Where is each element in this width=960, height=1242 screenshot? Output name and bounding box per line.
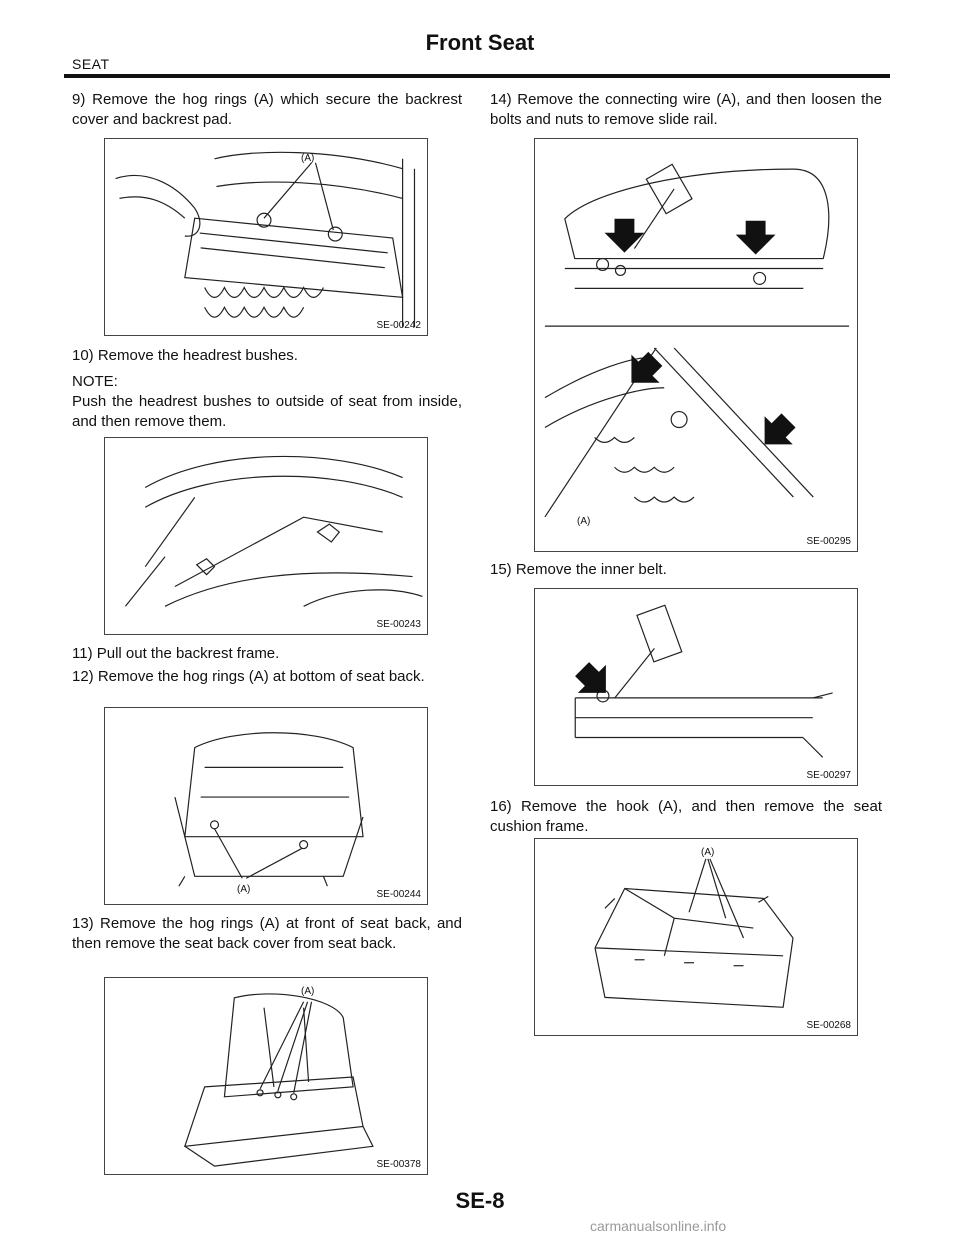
note-text: Push the headrest bushes to outside of s… [72, 393, 462, 430]
figure-se-00378: (A) SE-00378 [104, 977, 428, 1175]
figure-code: SE-00243 [376, 619, 421, 630]
figure-se-00244: (A) SE-00244 [104, 707, 428, 905]
figure-code: SE-00268 [806, 1020, 851, 1031]
headrest-bush-illustration [124, 455, 423, 607]
seat-backrest-hog-rings-illustration [115, 151, 416, 328]
step-15: 15) Remove the inner belt. [490, 561, 667, 578]
callout-a: (A) [577, 516, 591, 527]
inner-belt-removal-illustration [574, 604, 833, 758]
step-12: 12) Remove the hog rings (A) at bottom o… [72, 668, 425, 685]
step-14: 14) Remove the connecting wire (A), and … [490, 91, 882, 128]
figure-se-00297: SE-00297 [534, 588, 858, 786]
figure-code: SE-00295 [806, 536, 851, 547]
section-label: SEAT [72, 56, 110, 72]
step-9: 9) Remove the hog rings (A) which secure… [72, 91, 462, 128]
watermark: carmanualsonline.info [590, 1218, 727, 1234]
figure-code: SE-00378 [376, 1159, 421, 1170]
seat-back-front-hog-rings-illustration [183, 993, 374, 1167]
step-11: 11) Pull out the backrest frame. [72, 645, 280, 662]
step-16: 16) Remove the hook (A), and then remove… [490, 798, 882, 835]
note: NOTE: Push the headrest bushes to outsid… [72, 372, 462, 432]
figure-se-00243: SE-00243 [104, 437, 428, 635]
figure-se-00268: (A) SE-00268 [534, 838, 858, 1036]
page-number: SE-8 [455, 1188, 505, 1213]
callout-a: (A) [237, 884, 251, 895]
figure-code: SE-00297 [806, 770, 851, 781]
slide-rail-removal-illustration [544, 163, 850, 518]
callout-a: (A) [301, 153, 315, 164]
callout-a: (A) [301, 986, 315, 997]
step-10: 10) Remove the headrest bushes. [72, 347, 298, 364]
page-title: Front Seat [425, 30, 535, 55]
callout-a: (A) [701, 847, 715, 858]
seat-back-bottom-hog-rings-illustration [174, 732, 364, 887]
step-13: 13) Remove the hog rings (A) at front of… [72, 915, 462, 952]
seat-cushion-frame-hook-illustration [594, 858, 794, 1008]
figure-code: SE-00242 [376, 320, 421, 331]
figure-se-00295: (A) SE-00295 [534, 138, 858, 552]
header-rule [64, 74, 890, 78]
figure-se-00242: (A) SE-00242 [104, 138, 428, 336]
note-label: NOTE: [72, 373, 118, 390]
figure-code: SE-00244 [376, 889, 421, 900]
